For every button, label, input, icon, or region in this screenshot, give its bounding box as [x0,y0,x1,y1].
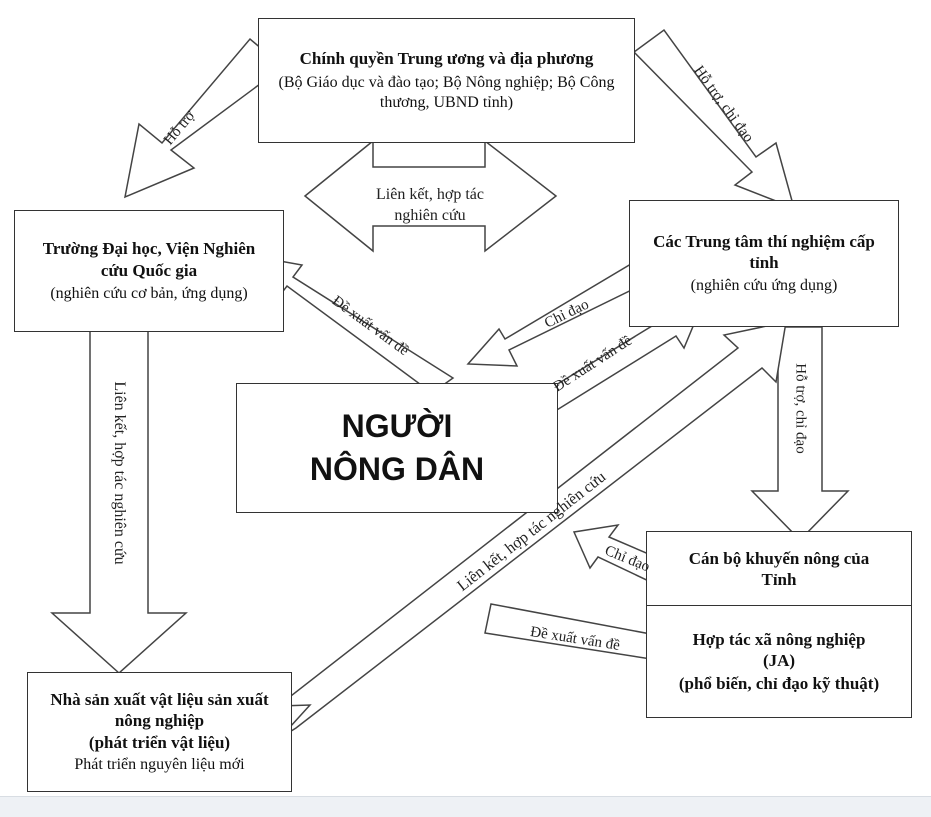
arrow-university-centers-link [303,139,558,253]
provincial-centers-subtitle: (nghiên cứu ứng dụng) [690,277,838,295]
materials-producer-note: Phát triển nguyên liệu mới [74,755,245,773]
label-centers-to-extension: Hỗ trợ, chỉ đạo [792,363,809,454]
materials-producer-title: Nhà sản xuất vật liệu sản xuất nông nghi… [50,690,269,731]
provincial-centers-title: Các Trung tâm thí nghiệm cấp tỉnh [653,231,875,272]
cooperative-title: Hợp tác xã nông nghiệp (JA) [692,629,866,670]
university-title: Trường Đại học, Viện Nghiên cứu Quốc gia [42,239,256,280]
farmer-line2: NÔNG DÂN [309,451,485,487]
farmer-box: NGƯỜI NÔNG DÂN [236,383,558,513]
cooperative-box: Hợp tác xã nông nghiệp (JA) (phổ biến, c… [646,605,912,718]
government-box: Chính quyền Trung ương và địa phương (Bộ… [258,18,635,143]
arrow-university-to-producer [50,330,188,675]
label-university-centers-link: Liên kết, hợp tác nghiên cứu [376,186,484,224]
arrow-gov-to-university [123,37,285,199]
cooperative-subtitle: (phổ biến, chỉ đạo kỹ thuật) [678,674,880,694]
extension-officer-title: Cán bộ khuyến nông của Tỉnh [688,548,870,589]
arrow-gov-to-centers [632,28,796,210]
arrow-centers-to-extension [750,326,850,542]
arrow-centers-to-farmer [466,256,654,367]
government-subtitle: (Bộ Giáo dục và đào tạo; Bộ Nông nghiệp;… [278,73,615,111]
materials-producer-subtitle: (phát triển vật liệu) [88,732,231,752]
government-title: Chính quyền Trung ương và địa phương [299,49,594,69]
provincial-centers-box: Các Trung tâm thí nghiệm cấp tỉnh (nghiê… [629,200,899,327]
university-subtitle: (nghiên cứu cơ bản, ứng dụng) [50,284,248,302]
materials-producer-box: Nhà sản xuất vật liệu sản xuất nông nghi… [27,672,292,792]
bottom-bar [0,796,931,817]
university-box: Trường Đại học, Viện Nghiên cứu Quốc gia… [14,210,284,332]
farmer-line1: NGƯỜI [341,407,453,444]
label-university-to-producer: Liên kết, hợp tác nghiên cứu [111,381,128,565]
extension-officer-box: Cán bộ khuyến nông của Tỉnh [646,531,912,607]
